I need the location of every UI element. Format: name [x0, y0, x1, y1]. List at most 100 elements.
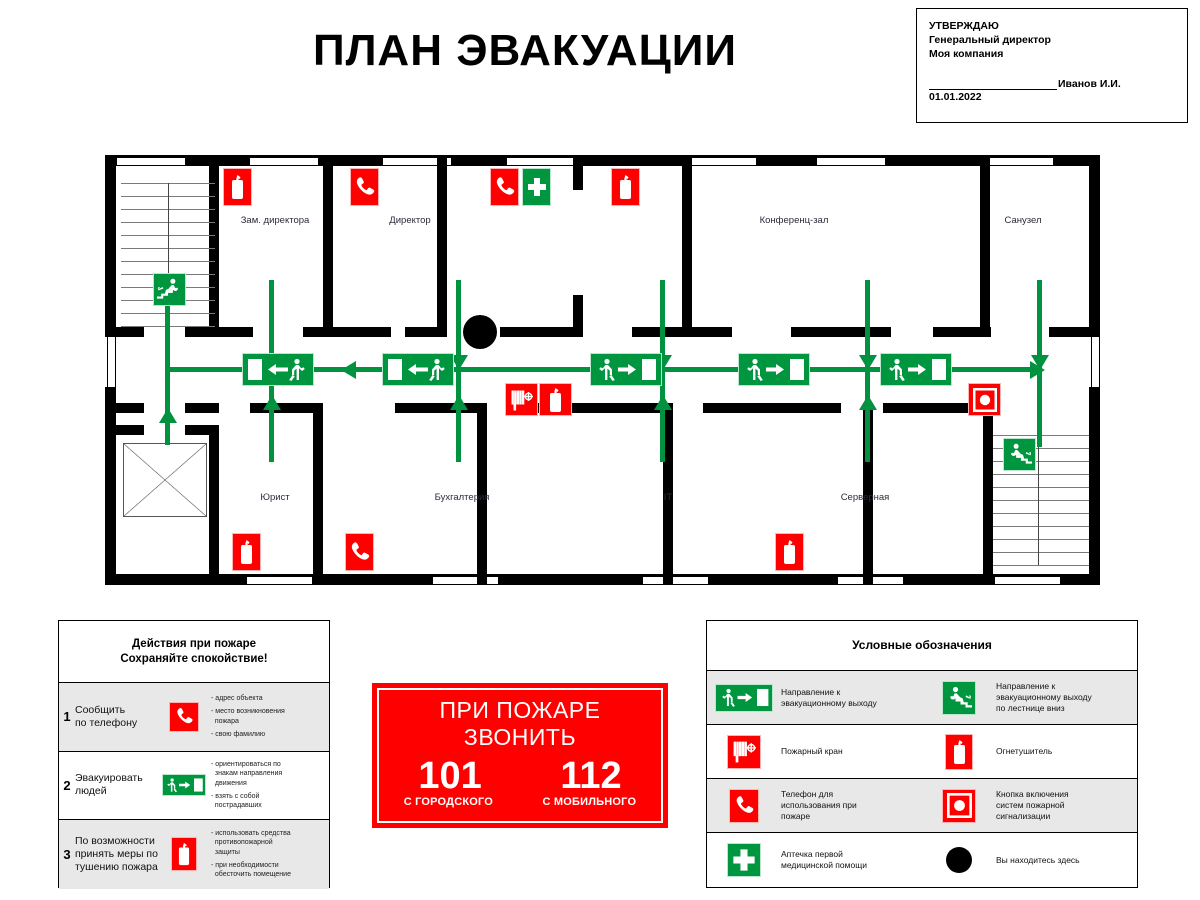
partition-lower-4	[863, 403, 873, 585]
fire-extinguisher-icon	[775, 533, 804, 571]
exterior-wall-top	[105, 155, 1100, 166]
route-right-stair	[1037, 367, 1042, 447]
fire-actions-title-line2: Сохраняйте спокойствие!	[120, 652, 268, 665]
fire-hose-icon	[727, 734, 761, 769]
corridor-wall-upper-seg11	[1049, 327, 1089, 337]
fire-hose-icon	[505, 383, 538, 416]
corridor-wall-upper-seg7	[573, 295, 583, 337]
exit-right-icon	[590, 353, 662, 386]
partition-upper-5	[980, 155, 990, 337]
fire-extinguisher-icon	[539, 383, 572, 416]
legend-item: Огнетушитель	[922, 725, 1137, 778]
fire-extinguisher-icon	[171, 837, 197, 872]
route-room-servernaya	[865, 367, 870, 462]
action-icon-cell	[161, 837, 207, 872]
route-branch-left-stair	[165, 285, 170, 371]
fire-extinguisher-icon	[223, 168, 252, 206]
window-top-3	[383, 157, 451, 166]
route-room-it	[660, 367, 665, 462]
fire-alarm-button-icon	[968, 383, 1001, 416]
approval-signer: Иванов И.И.	[1058, 78, 1121, 90]
partition-upper-3	[573, 155, 583, 190]
legend-item: Пожарный кран	[707, 725, 922, 778]
action-details: - адрес объекта - место возникновения по…	[211, 695, 285, 738]
partition-lower-2	[477, 403, 487, 585]
exit-right-icon	[715, 683, 773, 712]
route-room-konferenc	[865, 280, 870, 370]
corridor-wall-upper-seg9	[791, 327, 891, 337]
emergency-call-sign: ПРИ ПОЖАРЕ ЗВОНИТЬ 101 112 С ГОРОДСКОГО …	[372, 683, 668, 828]
fire-extinguisher-icon	[232, 533, 261, 571]
corridor-wall-upper-seg2	[185, 327, 253, 337]
exit-right-icon	[880, 353, 952, 386]
room-label-direktor: Директор	[389, 215, 431, 226]
window-top-7	[985, 157, 1053, 166]
exterior-wall-right-lower	[1089, 399, 1100, 585]
legend-item: Вы находитесь здесь	[922, 833, 1137, 887]
stairwell-right-wall-top-left	[883, 403, 993, 413]
corridor-wall-upper-seg5	[405, 327, 447, 337]
room-label-servernaya: Серверная	[840, 492, 890, 503]
route-room-central	[660, 280, 665, 370]
corridor-wall-lower-seg2	[185, 403, 219, 413]
window-top-4	[507, 157, 575, 166]
emergency-phone-icon	[490, 168, 519, 206]
exterior-wall-left-lower	[105, 387, 116, 585]
stairs-down-right-icon	[942, 680, 976, 715]
emergency-call-inner: ПРИ ПОЖАРЕ ЗВОНИТЬ 101 112 С ГОРОДСКОГО …	[377, 688, 663, 823]
route-arrow-room-sanuzel	[1030, 355, 1049, 370]
legend-panel: Условные обозначения	[706, 620, 1138, 888]
route-room-buhgalteriya	[456, 367, 461, 462]
legend-icon-cell	[922, 680, 996, 715]
stairs-down-left-icon	[153, 273, 186, 306]
route-room-direktor	[456, 280, 461, 370]
legend-icon-cell	[922, 733, 996, 770]
legend-title: Условные обозначения	[707, 621, 1137, 671]
room-label-konferenc-zal: Конференц-зал	[759, 215, 829, 226]
fire-actions-panel: Действия при пожаре Сохраняйте спокойств…	[58, 620, 330, 889]
room-label-zam-direktora: Зам. директора	[240, 215, 310, 226]
call-sub-mobile: С МОБИЛЬНОГО	[542, 796, 637, 808]
action-icon-cell	[161, 701, 207, 732]
approval-line-3: Моя компания	[929, 48, 1004, 60]
partition-lower-3	[663, 403, 673, 585]
action-number: 2	[63, 777, 71, 793]
window-top-6	[817, 157, 885, 166]
legend-icon-cell	[707, 734, 781, 769]
emergency-phone-icon	[729, 788, 759, 823]
exit-left-icon	[242, 353, 314, 386]
window-bottom-2	[433, 576, 498, 585]
route-room-yurist	[269, 367, 274, 462]
first-aid-kit-icon	[522, 168, 551, 206]
approval-line-1: УТВЕРЖДАЮ	[929, 20, 999, 32]
legend-row: Пожарный кран Огнетушитель	[707, 725, 1137, 779]
fire-alarm-button-icon	[942, 788, 976, 823]
call-number-landline: 101	[418, 755, 482, 797]
corridor-wall-lower-seg3	[250, 403, 323, 413]
route-room-sanuzel	[1037, 280, 1042, 370]
route-room-zam	[269, 280, 274, 370]
partition-lower-1	[313, 403, 323, 585]
window-bottom-1	[247, 576, 312, 585]
exterior-wall-right-upper	[1089, 155, 1100, 337]
partition-upper-1	[323, 155, 333, 337]
approval-date: 01.01.2022	[929, 91, 982, 103]
exit-left-icon	[382, 353, 454, 386]
corridor-wall-lower-seg4	[395, 403, 487, 413]
lift-room-wall-top-left	[116, 425, 144, 435]
lift-room-wall-top-right	[185, 425, 219, 435]
emergency-phone-icon	[345, 533, 374, 571]
call-numbers: 101 112	[379, 756, 661, 796]
exit-right-icon	[162, 774, 206, 797]
window-top-2	[250, 157, 318, 166]
call-number-mobile: 112	[560, 755, 622, 797]
